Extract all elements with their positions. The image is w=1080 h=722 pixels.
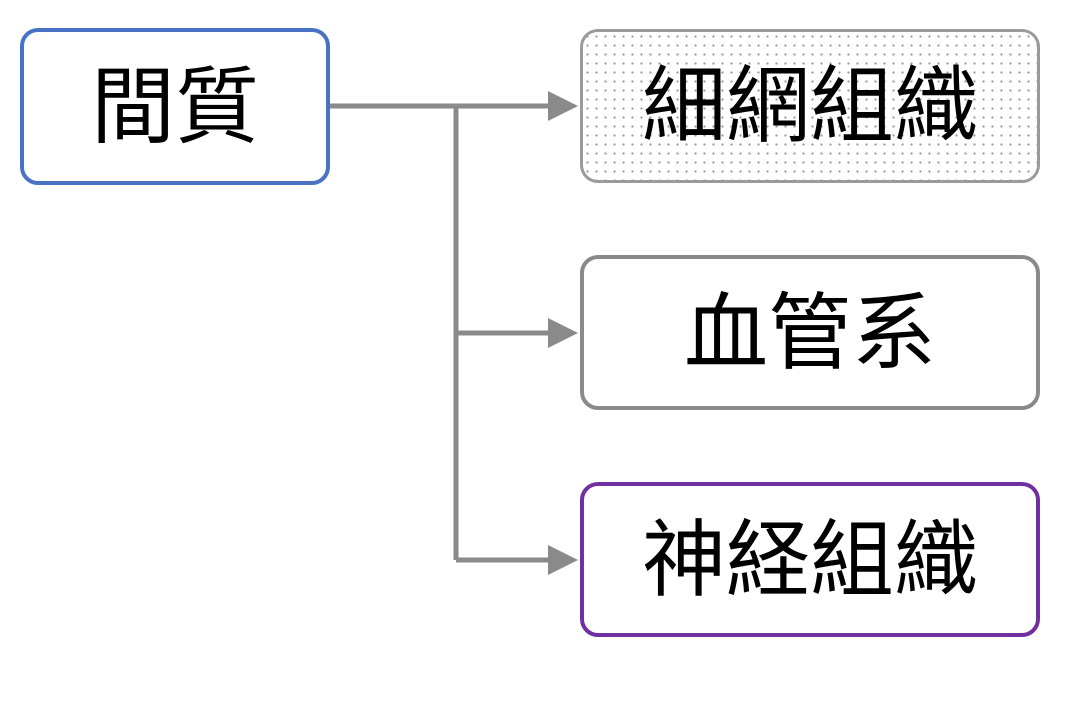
- trunk-connector: [330, 103, 459, 560]
- child-node-label: 血管系: [683, 283, 936, 382]
- root-node: 間質: [20, 28, 330, 185]
- arrowhead-2: [548, 318, 578, 348]
- arrowhead-1: [548, 91, 578, 121]
- arrowhead-3: [548, 545, 578, 575]
- root-node-label: 間質: [90, 57, 259, 156]
- child-node-label: 細網組織: [641, 57, 978, 155]
- child-node-nervous-tissue: 神経組織: [580, 482, 1040, 637]
- child-node-vascular-system: 血管系: [580, 255, 1040, 410]
- child-node-reticular-tissue: 細網組織: [580, 29, 1040, 183]
- child-node-label: 神経組織: [641, 510, 978, 609]
